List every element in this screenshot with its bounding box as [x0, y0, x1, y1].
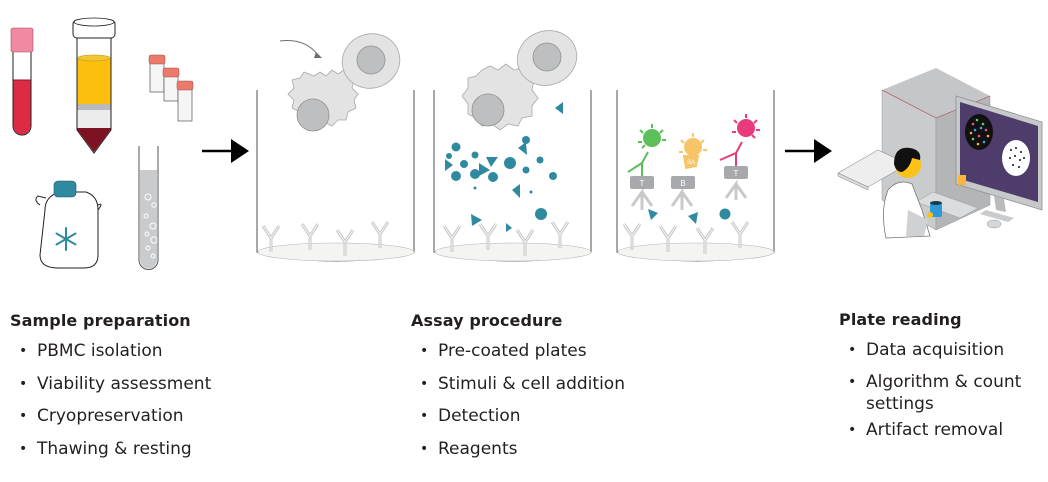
cryo-dewar-icon	[35, 180, 102, 269]
list-item: Detection	[411, 405, 625, 427]
list-item: Stimuli & cell addition	[411, 373, 625, 395]
section-title: Plate reading	[839, 310, 962, 329]
list-item: PBMC isolation	[10, 340, 211, 362]
list-item: Artifact removal	[839, 419, 1039, 441]
list-item: Thawing & resting	[10, 438, 211, 460]
plate-tray-icon	[837, 149, 909, 191]
plate-reader-illustration	[837, 68, 1043, 239]
monitor-icon	[955, 95, 1043, 222]
well-cell-addition	[256, 33, 415, 262]
step-list: Data acquisition Algorithm & count setti…	[839, 339, 1039, 447]
label-b: B	[680, 179, 685, 188]
blood-tube-icon	[10, 27, 34, 136]
mouse-icon	[986, 219, 1002, 229]
step-list: Pre-coated plates Stimuli & cell additio…	[411, 340, 625, 470]
list-item: Pre-coated plates	[411, 340, 625, 362]
assay-procedure-illustration: T B T SA	[256, 30, 775, 262]
detection-antibody-labels	[630, 166, 748, 189]
step-list: PBMC isolation Viability assessment Cryo…	[10, 340, 211, 470]
arrow-right-icon	[202, 139, 249, 163]
list-item: Viability assessment	[10, 373, 211, 395]
cryovials-icon	[148, 54, 194, 122]
list-item: Reagents	[411, 438, 625, 460]
well-stimulation	[433, 30, 592, 262]
section-title: Sample preparation	[10, 311, 191, 330]
sample-preparation-illustration	[10, 17, 194, 270]
label-t-1: T	[640, 179, 645, 188]
list-item: Data acquisition	[839, 339, 1039, 361]
keyboard-icon	[915, 191, 979, 219]
list-item: Cryopreservation	[10, 405, 211, 427]
centrifuge-tube-icon	[72, 17, 116, 154]
list-item: Algorithm & count settings	[839, 371, 1039, 415]
scientist-icon	[883, 147, 942, 239]
cell-suspension-tube-icon	[138, 146, 159, 270]
streptavidin-label: SA	[687, 160, 695, 166]
well-detection: T B T SA	[616, 90, 775, 262]
section-title: Assay procedure	[411, 311, 563, 330]
snowflake-icon	[55, 227, 77, 251]
arrow-right-icon	[785, 139, 832, 163]
label-t-2: T	[734, 169, 739, 178]
cytokine-particles	[445, 102, 563, 232]
